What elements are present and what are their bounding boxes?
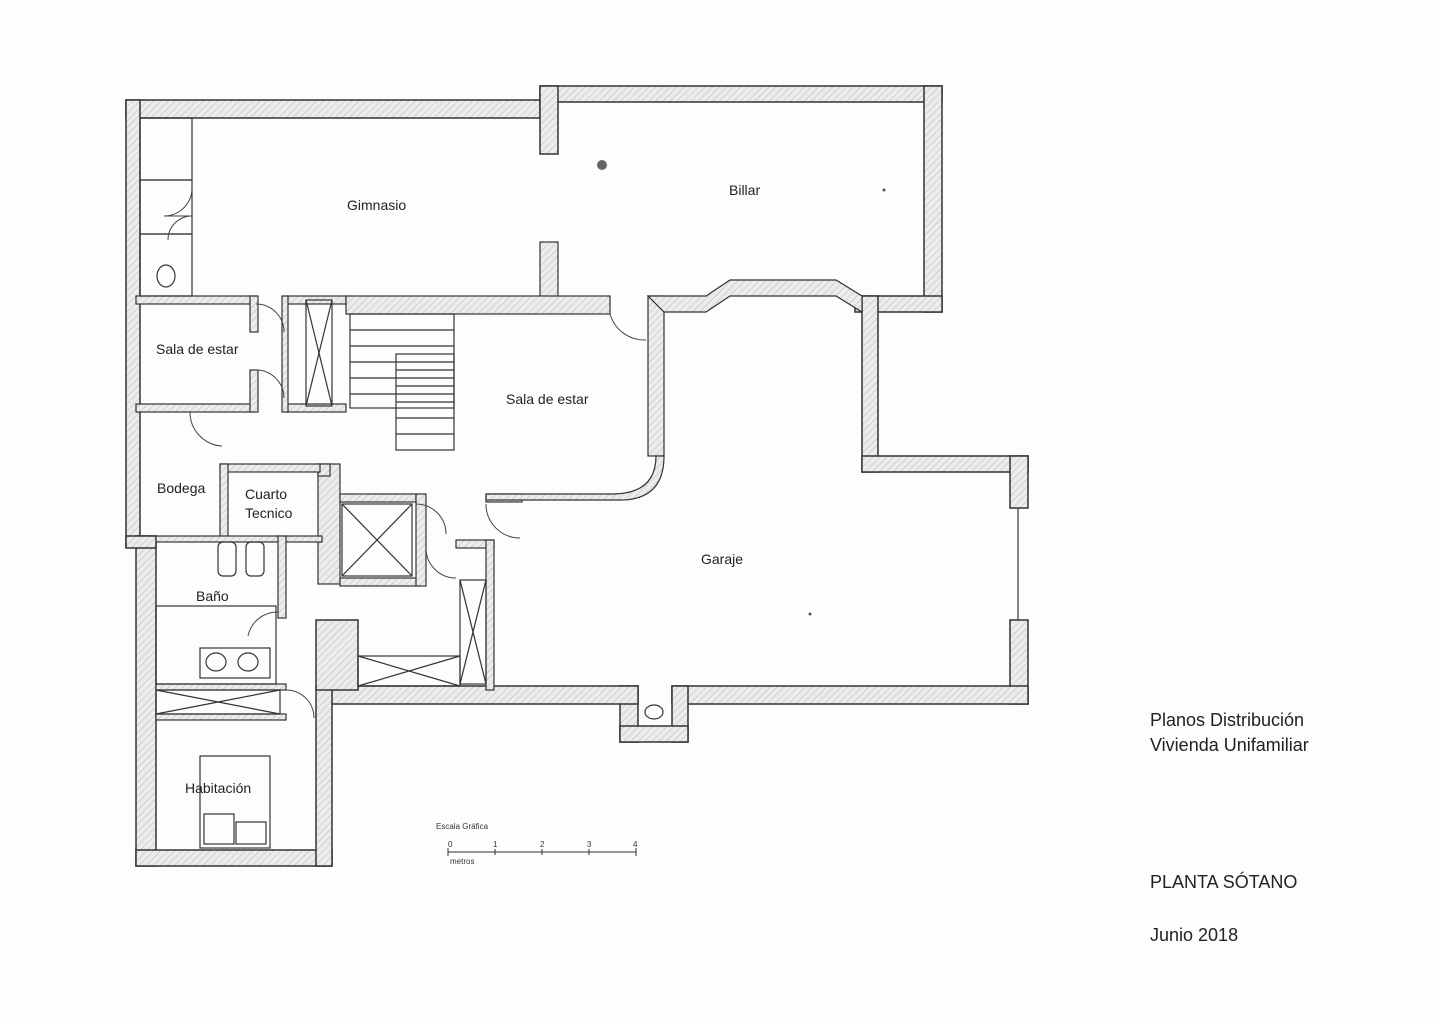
title-block: Planos Distribución Vivienda Unifamiliar… [1150, 708, 1309, 948]
room-label-gimnasio: Gimnasio [347, 197, 406, 213]
gym-closets [139, 117, 193, 297]
interior-walls [135, 241, 665, 721]
stairs [349, 313, 455, 451]
scale-tick: 4 [633, 840, 638, 849]
floor-title: PLANTA SÓTANO [1150, 872, 1298, 892]
room-label-bano: Baño [196, 588, 229, 604]
room-label-habitacion: Habitación [185, 780, 251, 796]
room-label-bodega: Bodega [157, 480, 205, 496]
room-label-cuarto-tecnico-2: Tecnico [245, 505, 293, 521]
scale-unit: metros [450, 857, 474, 866]
scale-title: Escala Gráfica [436, 822, 489, 831]
scale-tick: 0 [448, 840, 453, 849]
exterior-walls [125, 85, 1029, 867]
room-labels: Gimnasio Billar Sala de estar Sala de es… [156, 182, 760, 796]
scale-tick: 2 [540, 840, 545, 849]
scan-spot [882, 188, 886, 192]
title-line-2: Vivienda Unifamiliar [1150, 735, 1309, 755]
room-label-sala-de-estar: Sala de estar [156, 341, 239, 357]
bathroom-fixtures [155, 541, 277, 685]
scan-spot [597, 160, 607, 170]
room-label-garaje: Garaje [701, 551, 743, 567]
sink-icon [644, 704, 664, 720]
door-swings [163, 187, 647, 719]
bed [199, 755, 271, 849]
curved-wall [485, 455, 665, 501]
bay-wall [646, 279, 863, 314]
scale-tick: 1 [493, 840, 498, 849]
room-label-billar: Billar [729, 182, 760, 198]
title-line-1: Planos Distribución [1150, 710, 1305, 730]
room-label-sala-de-estar-2: Sala de estar [506, 391, 589, 407]
graphic-scale: Escala Gráfica 0 1 2 3 4 metros [436, 822, 638, 866]
room-label-cuarto-tecnico: Cuarto [245, 486, 287, 502]
toilet-icon [156, 264, 176, 288]
plan-date: Junio 2018 [1150, 925, 1239, 945]
scale-tick: 3 [587, 840, 592, 849]
shaft-boxes [155, 299, 487, 715]
scan-spot [808, 612, 812, 616]
